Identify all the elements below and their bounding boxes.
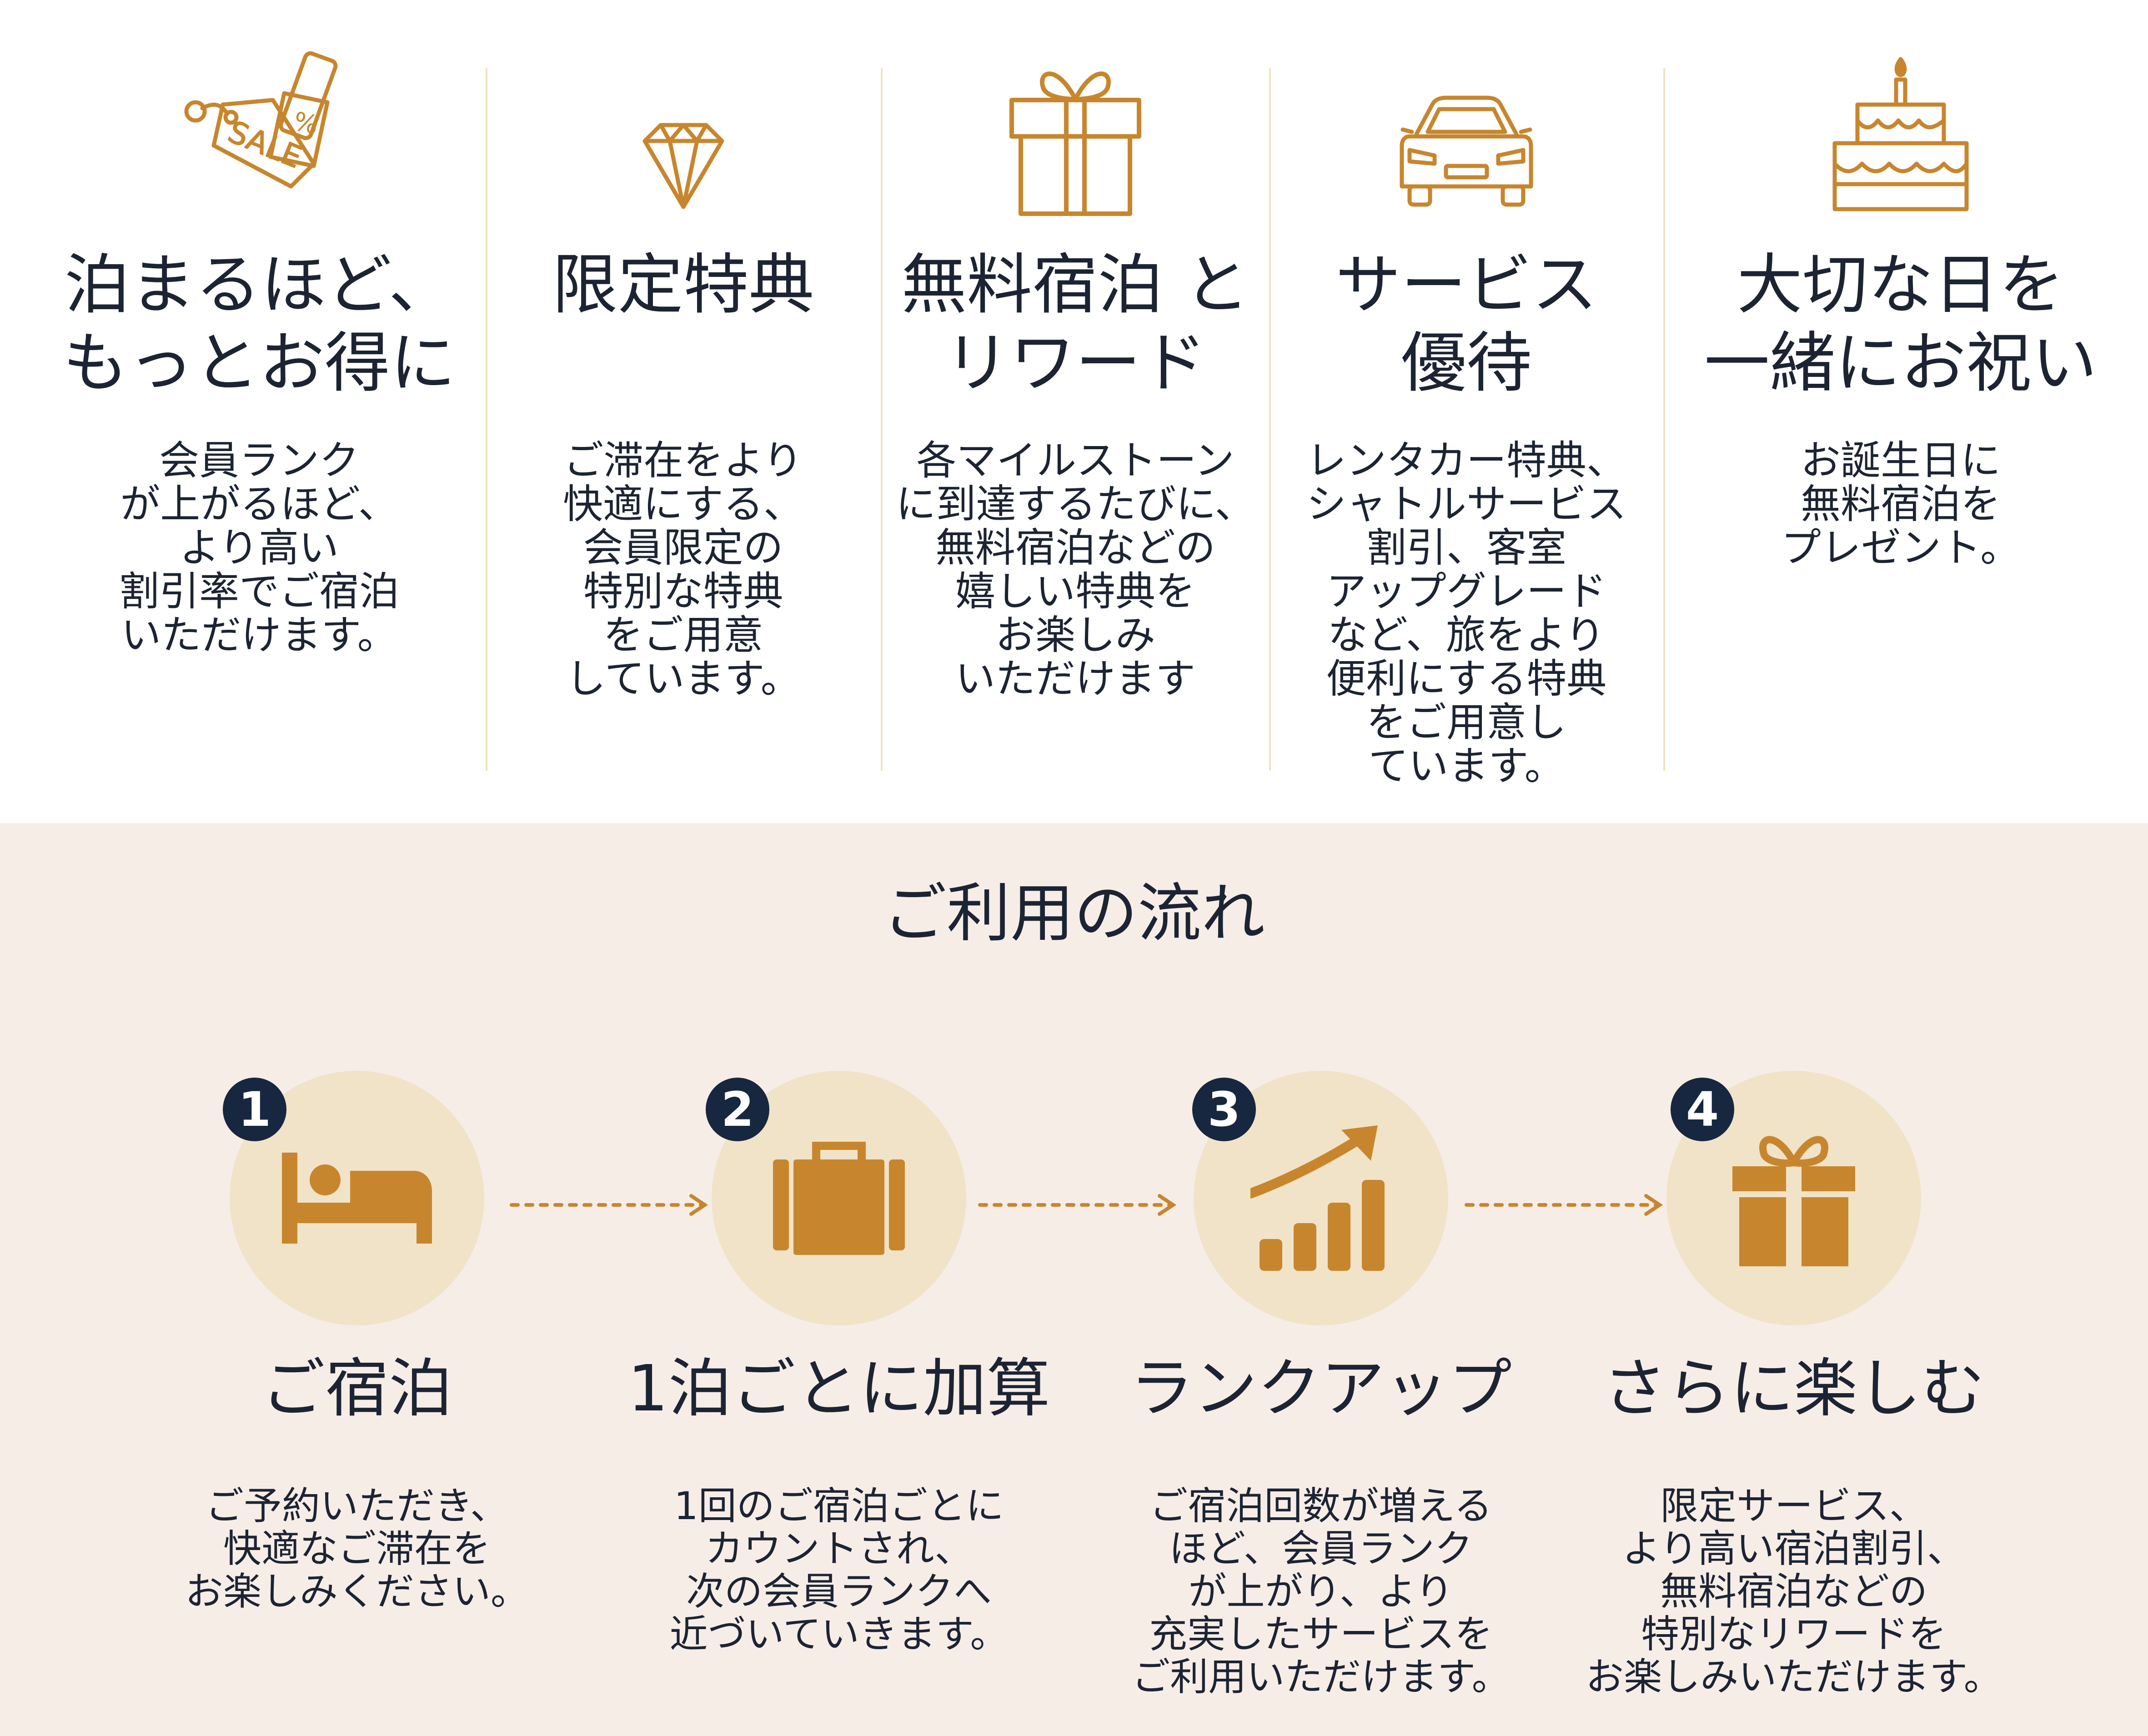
benefit-title: 大切な日を 一緒にお祝い (1704, 246, 2097, 401)
step-description: 1回のご宿泊ごとに カウントされ、 次の会員ランクへ 近づいていきます。 (669, 1484, 1009, 1656)
benefit-title: 無料宿泊 と リワード (901, 246, 1250, 401)
bed-icon (282, 1153, 432, 1244)
benefit-item-birthday: 大切な日を 一緒にお祝い お誕生日に 無料宿泊を プレゼント。 (1666, 0, 2135, 823)
diamond-icon (602, 50, 765, 223)
sale-tag-icon: SALE % (177, 50, 341, 223)
benefit-item-service: サービス 優待 レンタカー特典、 シャトルサービス 割引、客室 アップグレード … (1273, 0, 1660, 823)
step-number-badge: 1 (223, 1078, 286, 1141)
dotted-arrow-icon (1464, 1191, 1669, 1219)
benefit-title: 限定特典 (552, 246, 814, 323)
benefit-title: 泊まるほど、 もっとお得に (62, 246, 456, 401)
column-divider (1269, 68, 1271, 771)
column-divider (881, 68, 883, 771)
step-description: ご宿泊回数が増える ほど、会員ランク が上がり、より 充実したサービスを ご利用… (1132, 1484, 1510, 1699)
step-number-badge: 3 (1192, 1078, 1256, 1141)
growth-chart-icon (1250, 1125, 1385, 1271)
step-number-badge: 4 (1671, 1078, 1734, 1141)
section-title: ご利用の流れ (883, 877, 1265, 951)
dotted-arrow-icon (509, 1191, 714, 1219)
benefit-item-free-stay: 無料宿泊 と リワード 各マイルストーン に到達するたびに、 無料宿泊などの 嬉… (884, 0, 1266, 823)
step-title: 1泊ごとに加算 (627, 1352, 1050, 1426)
benefit-description: レンタカー特典、 シャトルサービス 割引、客室 アップグレード など、旅をより … (1306, 437, 1626, 789)
percent-symbol: % (291, 106, 321, 140)
step-circle (230, 1071, 484, 1325)
column-divider (1663, 68, 1665, 771)
step-number-badge: 2 (706, 1078, 769, 1141)
birthday-cake-icon (1819, 50, 1982, 223)
benefit-item-discount: SALE % 泊まるほど、 もっとお得に 会員ランク が上がるほど、 より高い … (59, 0, 459, 823)
flow-step-enjoy: 4 さらに楽しむ 限定サービス、 より高い宿泊割引、 無料宿泊などの 特別なリワ… (1541, 823, 2046, 1736)
gift-icon (994, 50, 1157, 223)
benefits-section: SALE % 泊まるほど、 もっとお得に 会員ランク が上がるほど、 より高い … (0, 0, 2148, 823)
dotted-arrow-icon (978, 1191, 1182, 1219)
gift-icon (1732, 1136, 1855, 1266)
step-description: 限定サービス、 より高い宿泊割引、 無料宿泊などの 特別なリワードを お楽しみい… (1586, 1484, 2002, 1699)
step-description: ご予約いただき、 快適なご滞在を お楽しみください。 (185, 1484, 529, 1614)
step-title: ご宿泊 (261, 1352, 452, 1426)
column-divider (486, 68, 487, 771)
step-title: ランクアップ (1129, 1352, 1512, 1426)
benefit-description: お誕生日に 無料宿泊を プレゼント。 (1781, 437, 2021, 571)
benefit-title: サービス 優待 (1335, 246, 1597, 401)
benefit-description: ご滞在をより 快適にする、 会員限定の 特別な特典 をご用意 しています。 (563, 437, 803, 702)
usage-flow-section: ご利用の流れ 1 ご宿泊 ご予約いた (0, 823, 2148, 1736)
step-title: さらに楽しむ (1602, 1352, 1985, 1426)
benefit-item-exclusive: 限定特典 ご滞在をより 快適にする、 会員限定の 特別な特典 をご用意 していま… (491, 0, 875, 823)
flow-step-rankup: 3 ランクアップ ご宿泊回数が増える ほど、会員ランク が上がり、より 充実した… (1069, 823, 1573, 1736)
benefit-description: 各マイルストーン に到達するたびに、 無料宿泊などの 嬉しい特典を お楽しみ い… (896, 437, 1255, 702)
car-icon (1385, 50, 1548, 223)
flow-step-stay: 1 ご宿泊 ご予約いただき、 快適なご滞在を お楽しみください。 (105, 823, 609, 1736)
suitcase-icon (773, 1142, 905, 1255)
flow-step-count: 2 1泊ごとに加算 1回のご宿泊ごとに カウントされ、 次の会員ランクへ 近づい… (587, 823, 1091, 1736)
benefit-description: 会員ランク が上がるほど、 より高い 割引率でご宿泊 いただけます。 (119, 437, 399, 658)
